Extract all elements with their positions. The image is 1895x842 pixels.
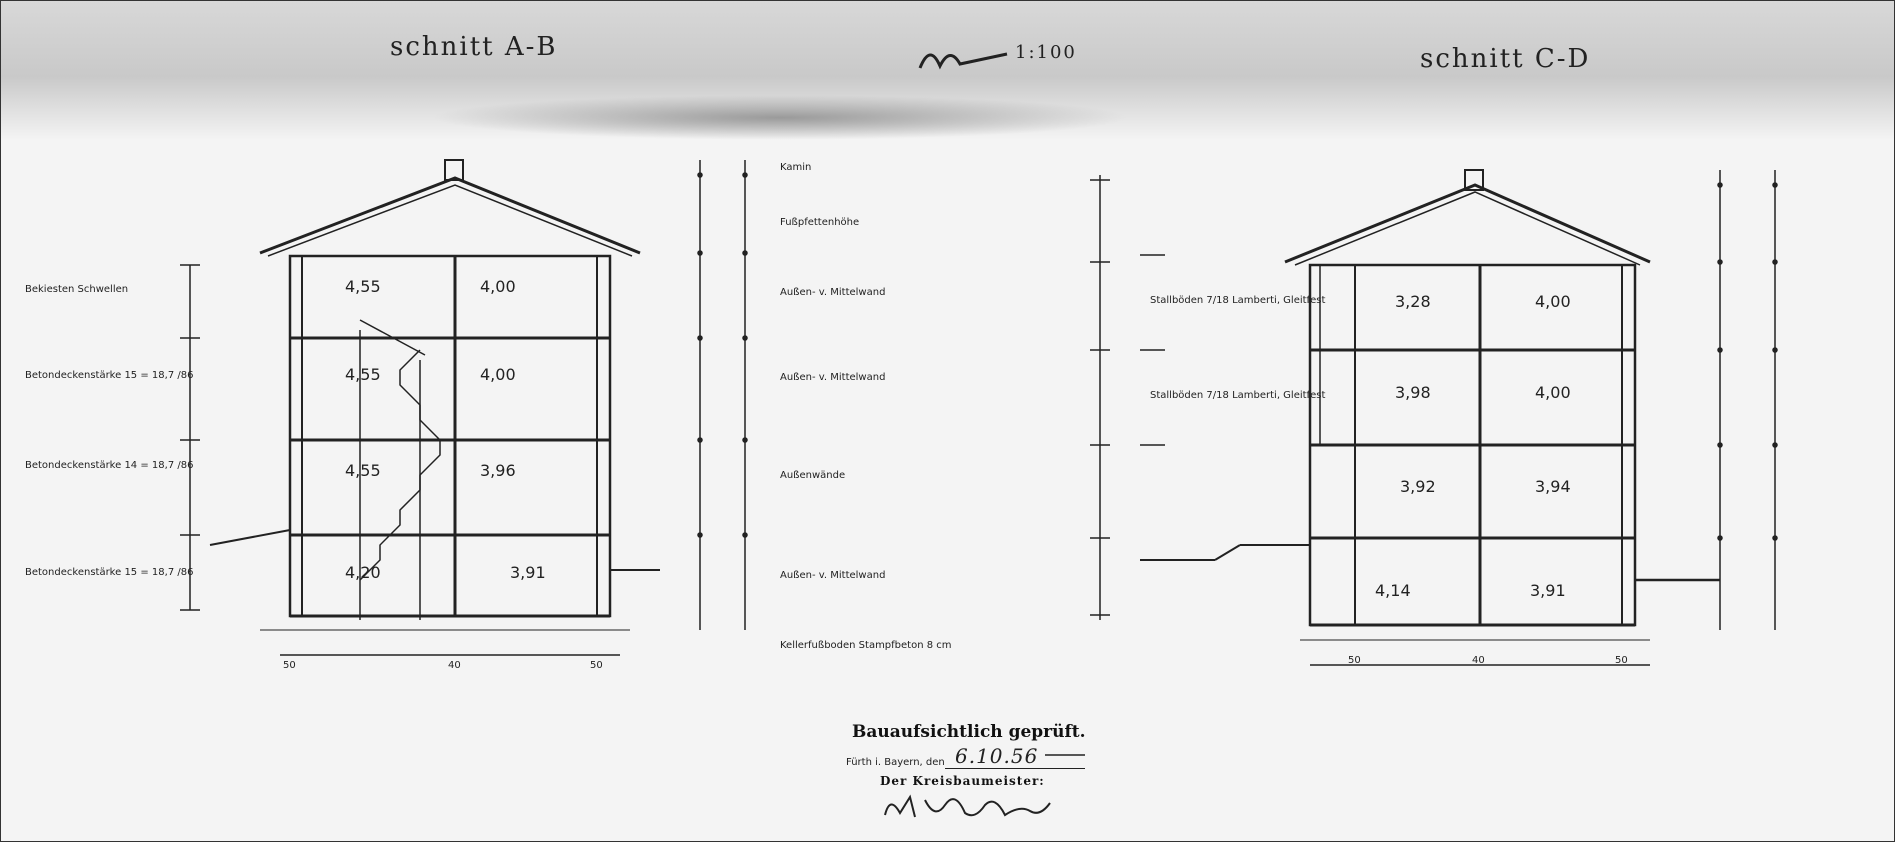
ab-left-note: Betondeckenstärke 15 = 18,7 /86 bbox=[25, 370, 193, 381]
cd-room-value: 3,91 bbox=[1530, 581, 1566, 600]
ab-right-note: Kellerfußboden Stampfbeton 8 cm bbox=[780, 640, 952, 651]
ab-left-note: Bekiesten Schwellen bbox=[25, 284, 128, 295]
ab-room-value: 4,20 bbox=[345, 563, 381, 582]
ab-left-note: Betondeckenstärke 15 = 18,7 /86 bbox=[25, 567, 193, 578]
ab-bottom-dim: 50 bbox=[590, 660, 603, 671]
ab-right-note: Fußpfettenhöhe bbox=[780, 217, 859, 228]
ab-room-value: 4,55 bbox=[345, 365, 381, 384]
cd-left-note: Stallböden 7/18 Lamberti, Gleitfest bbox=[1150, 390, 1325, 401]
ab-right-note: Außen- v. Mittelwand bbox=[780, 570, 885, 581]
cd-bottom-dim: 50 bbox=[1348, 655, 1361, 666]
approval-stamp-heading: Bauaufsichtlich geprüft. bbox=[852, 722, 1086, 742]
section-ab-building bbox=[180, 159, 748, 656]
cd-room-value: 3,28 bbox=[1395, 292, 1431, 311]
cd-room-value: 4,00 bbox=[1535, 383, 1571, 402]
section-cd-title: schnitt C-D bbox=[1420, 44, 1591, 74]
ab-left-note: Betondeckenstärke 14 = 18,7 /86 bbox=[25, 460, 193, 471]
approval-date: 6.10.56 bbox=[955, 744, 1039, 768]
ab-bottom-dim: 50 bbox=[283, 660, 296, 671]
approval-authority: Der Kreisbaumeister: bbox=[880, 774, 1045, 788]
date-line bbox=[945, 768, 1085, 769]
ab-right-note: Kamin bbox=[780, 162, 811, 173]
ab-room-value: 4,00 bbox=[480, 365, 516, 384]
paper-crease bbox=[430, 95, 1130, 140]
ab-room-value: 4,55 bbox=[345, 461, 381, 480]
approval-place-label: Fürth i. Bayern, den bbox=[846, 757, 945, 768]
section-cd-building bbox=[1045, 169, 1778, 756]
ab-room-value: 3,96 bbox=[480, 461, 516, 480]
cd-bottom-dim: 40 bbox=[1472, 655, 1485, 666]
ab-room-value: 4,00 bbox=[480, 277, 516, 296]
cd-room-value: 3,94 bbox=[1535, 477, 1571, 496]
ab-right-note: Außen- v. Mittelwand bbox=[780, 287, 885, 298]
scale-label: 1:100 bbox=[1015, 42, 1077, 63]
cd-room-value: 4,00 bbox=[1535, 292, 1571, 311]
ab-room-value: 3,91 bbox=[510, 563, 546, 582]
scale-mark bbox=[918, 52, 1008, 70]
cd-left-note: Stallböden 7/18 Lamberti, Gleitfest bbox=[1150, 295, 1325, 306]
signature bbox=[884, 794, 1051, 818]
section-ab-title: schnitt A-B bbox=[390, 32, 558, 62]
cd-room-value: 3,92 bbox=[1400, 477, 1436, 496]
ab-room-value: 4,55 bbox=[345, 277, 381, 296]
ab-right-note: Außenwände bbox=[780, 470, 845, 481]
cd-room-value: 4,14 bbox=[1375, 581, 1411, 600]
ab-bottom-dim: 40 bbox=[448, 660, 461, 671]
cd-room-value: 3,98 bbox=[1395, 383, 1431, 402]
ab-right-note: Außen- v. Mittelwand bbox=[780, 372, 885, 383]
cd-bottom-dim: 50 bbox=[1615, 655, 1628, 666]
